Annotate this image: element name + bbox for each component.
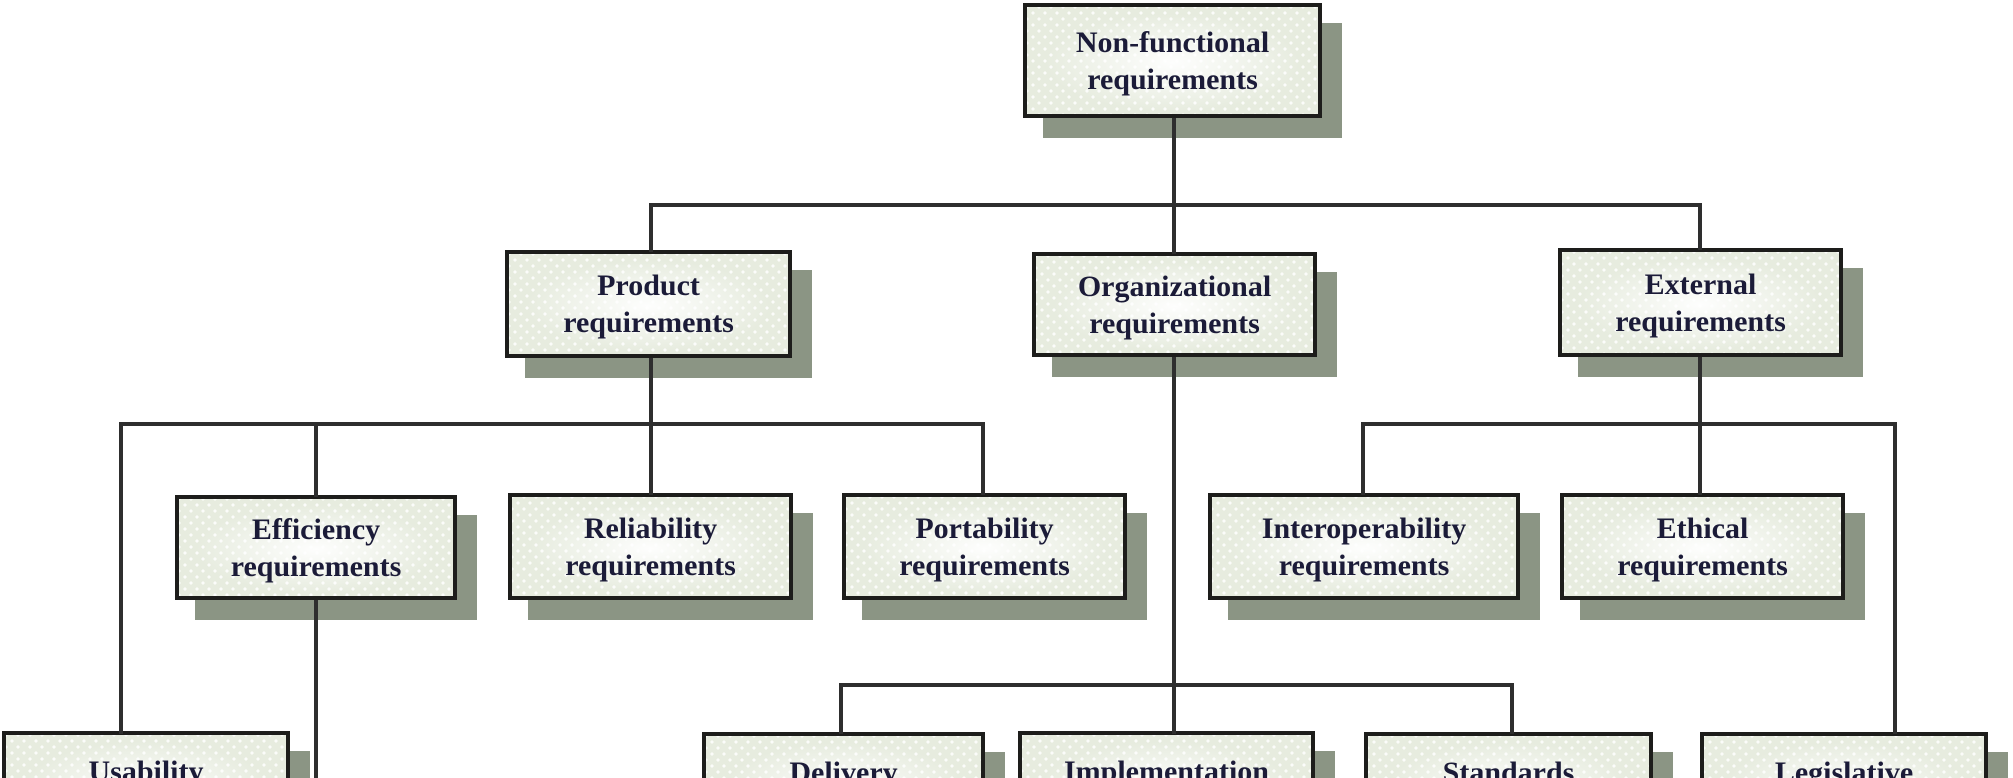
- connector-drop-legislative: [1893, 424, 1897, 734]
- node-interoperability-requirements: Interoperability requirements: [1208, 493, 1520, 600]
- connector-efficiency-children-riser: [314, 600, 318, 778]
- node-delivery: Delivery: [702, 732, 985, 778]
- connector-drop-efficiency: [314, 424, 318, 497]
- connector-drop-organizational: [1172, 205, 1176, 254]
- connector-drop-usability: [119, 424, 123, 734]
- node-legislative: Legislative: [1700, 732, 1988, 778]
- node-ethical-requirements: Ethical requirements: [1560, 493, 1845, 600]
- connector-drop-portability: [981, 424, 985, 495]
- connector-drop-standards: [1510, 685, 1514, 734]
- connector-drop-interoperability: [1361, 424, 1365, 495]
- node-usability: Usability: [2, 731, 290, 778]
- connector-root-riser: [1172, 118, 1176, 207]
- connector-organizational-children-horizontal: [839, 683, 1514, 687]
- connector-product-children-riser: [649, 358, 653, 495]
- connector-external-children-horizontal: [1361, 422, 1897, 426]
- node-standards: Standards: [1364, 732, 1653, 778]
- connector-drop-product: [649, 205, 653, 252]
- node-efficiency-requirements: Efficiency requirements: [175, 495, 457, 600]
- node-implementation: Implementation: [1018, 731, 1315, 778]
- connector-drop-external: [1698, 205, 1702, 250]
- connector-organizational-children-riser: [1172, 357, 1176, 734]
- connector-drop-delivery: [839, 685, 843, 734]
- node-portability-requirements: Portability requirements: [842, 493, 1127, 600]
- connector-external-children-riser: [1698, 357, 1702, 495]
- node-non-functional-requirements: Non-functional requirements: [1023, 3, 1322, 118]
- node-reliability-requirements: Reliability requirements: [508, 493, 793, 600]
- node-external-requirements: External requirements: [1558, 248, 1843, 357]
- connector-product-children-horizontal: [119, 422, 985, 426]
- node-organizational-requirements: Organizational requirements: [1032, 252, 1317, 357]
- node-product-requirements: Product requirements: [505, 250, 792, 358]
